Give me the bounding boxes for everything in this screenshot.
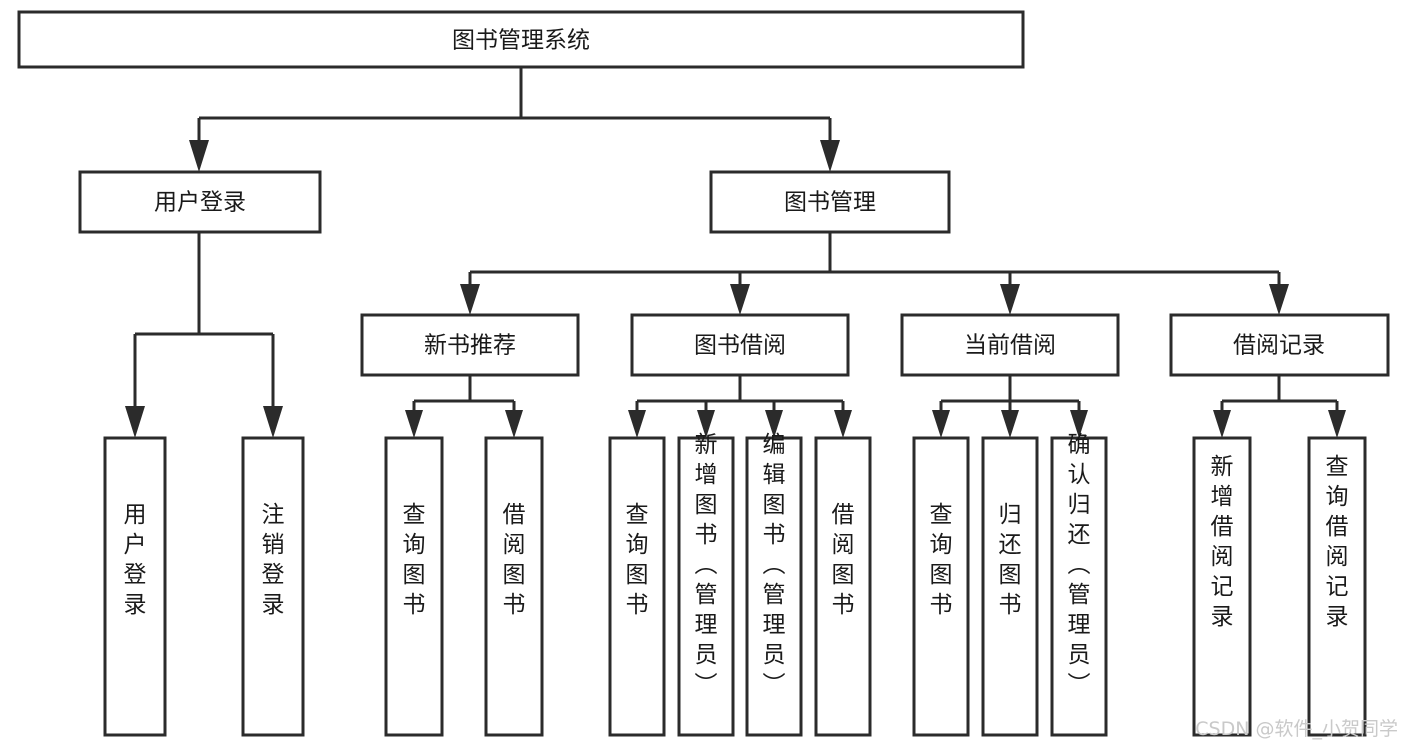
arrow-head-book-borrow-leaf4 bbox=[834, 410, 852, 438]
arrow-head-book-borrow-leaf2 bbox=[697, 410, 715, 438]
arrow-head-borrow-record-leaf2 bbox=[1328, 410, 1346, 438]
arrow-head-borrow-record-leaf1 bbox=[1213, 410, 1231, 438]
leaf-current-borrow-2-box bbox=[981, 436, 1039, 737]
leaf-current-borrow-3[interactable]: 确认归还︵管理员︶ bbox=[1050, 432, 1108, 737]
node-book-borrow-label: 图书借阅 bbox=[694, 333, 786, 359]
node-user-login-box bbox=[78, 170, 322, 234]
leaf-book-borrow-4[interactable]: 借阅图书 bbox=[814, 436, 872, 737]
leaf-current-borrow-2[interactable]: 归还图书 bbox=[981, 436, 1039, 737]
arrow-head-new-book-leaf1 bbox=[405, 410, 423, 438]
leaf-current-borrow-3-label: 确认归还︵管理员︶ bbox=[1068, 432, 1091, 698]
node-current-borrow[interactable]: 当前借阅 bbox=[900, 313, 1120, 377]
arrow-head-user-login-leaf2 bbox=[263, 406, 283, 438]
arrow-head-new-book bbox=[460, 284, 480, 315]
leaf-current-borrow-2-label: 归还图书 bbox=[999, 502, 1022, 618]
leaf-book-borrow-2[interactable]: 新增图书︵管理员︶ bbox=[677, 432, 735, 737]
node-borrow-record-box bbox=[1169, 313, 1390, 377]
leaf-new-book-1[interactable]: 查询图书 bbox=[384, 436, 444, 737]
arrow-head-borrow-record bbox=[1269, 284, 1289, 315]
node-book-borrow-box bbox=[630, 313, 850, 377]
node-book-manage-box bbox=[709, 170, 951, 234]
leaf-book-borrow-4-box bbox=[814, 436, 872, 737]
leaf-new-book-2-label: 借阅图书 bbox=[503, 502, 526, 618]
leaf-user-login-1[interactable]: 用户登录 bbox=[103, 436, 167, 737]
arrow-head-user-login bbox=[189, 140, 209, 172]
node-book-manage-label: 图书管理 bbox=[784, 190, 876, 216]
connector-layer bbox=[125, 67, 1346, 438]
leaf-book-borrow-4-label: 借阅图书 bbox=[832, 502, 855, 618]
leaf-new-book-2[interactable]: 借阅图书 bbox=[484, 436, 544, 737]
node-new-book-recommend[interactable]: 新书推荐 bbox=[360, 313, 580, 377]
node-user-login-label: 用户登录 bbox=[154, 190, 246, 216]
leaf-current-borrow-3-box bbox=[1050, 436, 1108, 737]
leaf-new-book-1-label: 查询图书 bbox=[403, 502, 426, 618]
arrow-head-current-borrow bbox=[1000, 284, 1020, 315]
leaf-borrow-record-2[interactable]: 查询借阅记录 bbox=[1307, 436, 1367, 737]
node-current-borrow-label: 当前借阅 bbox=[964, 333, 1056, 359]
node-borrow-record[interactable]: 借阅记录 bbox=[1169, 313, 1390, 377]
node-root-box bbox=[17, 10, 1025, 69]
node-book-borrow[interactable]: 图书借阅 bbox=[630, 313, 850, 377]
node-new-book-recommend-label: 新书推荐 bbox=[424, 333, 516, 359]
leaf-user-login-2-box bbox=[241, 436, 305, 737]
leaf-user-login-1-label: 用户登录 bbox=[124, 502, 147, 618]
leaf-user-login-2-label: 注销登录 bbox=[262, 502, 285, 618]
node-book-manage[interactable]: 图书管理 bbox=[709, 170, 951, 234]
node-root-system[interactable]: 图书管理系统 bbox=[17, 10, 1025, 69]
leaf-user-login-1-box bbox=[103, 436, 167, 737]
leaf-book-borrow-1-box bbox=[608, 436, 666, 737]
leaf-new-book-2-box bbox=[484, 436, 544, 737]
leaf-book-borrow-2-label: 新增图书︵管理员︶ bbox=[695, 432, 718, 698]
leaf-user-login-2[interactable]: 注销登录 bbox=[241, 436, 305, 737]
arrow-head-user-login-leaf1 bbox=[125, 406, 145, 438]
node-borrow-record-label: 借阅记录 bbox=[1233, 333, 1325, 359]
watermark-label: CSDN @软件_小贺同学 bbox=[1195, 718, 1398, 740]
leaf-book-borrow-3[interactable]: 编辑图书︵管理员︶ bbox=[745, 432, 803, 737]
arrow-head-book-manage bbox=[820, 140, 840, 172]
arrow-head-new-book-leaf2 bbox=[505, 410, 523, 438]
leaf-borrow-record-2-label: 查询借阅记录 bbox=[1326, 454, 1349, 630]
arrow-head-current-borrow-leaf1 bbox=[932, 410, 950, 438]
arrow-head-book-borrow-leaf1 bbox=[628, 410, 646, 438]
leaf-borrow-record-1-box bbox=[1192, 436, 1252, 737]
arrow-head-book-borrow bbox=[730, 284, 750, 315]
leaf-current-borrow-1-box bbox=[912, 436, 970, 737]
leaf-book-borrow-3-box bbox=[745, 436, 803, 737]
arrow-head-current-borrow-leaf3 bbox=[1070, 410, 1088, 438]
node-user-login[interactable]: 用户登录 bbox=[78, 170, 322, 234]
leaf-current-borrow-1[interactable]: 查询图书 bbox=[912, 436, 970, 737]
leaf-book-borrow-3-label: 编辑图书︵管理员︶ bbox=[763, 432, 786, 698]
arrow-head-book-borrow-leaf3 bbox=[765, 410, 783, 438]
leaf-new-book-1-box bbox=[384, 436, 444, 737]
leaf-borrow-record-1-label: 新增借阅记录 bbox=[1211, 454, 1234, 630]
arrow-head-current-borrow-leaf2 bbox=[1001, 410, 1019, 438]
leaf-book-borrow-1-label: 查询图书 bbox=[626, 502, 649, 618]
node-new-book-recommend-box bbox=[360, 313, 580, 377]
leaf-current-borrow-1-label: 查询图书 bbox=[930, 502, 953, 618]
node-root-label: 图书管理系统 bbox=[452, 28, 590, 54]
leaf-borrow-record-2-box bbox=[1307, 436, 1367, 737]
node-current-borrow-box bbox=[900, 313, 1120, 377]
leaf-book-borrow-2-box bbox=[677, 436, 735, 737]
leaf-book-borrow-1[interactable]: 查询图书 bbox=[608, 436, 666, 737]
leaf-borrow-record-1[interactable]: 新增借阅记录 bbox=[1192, 436, 1252, 737]
